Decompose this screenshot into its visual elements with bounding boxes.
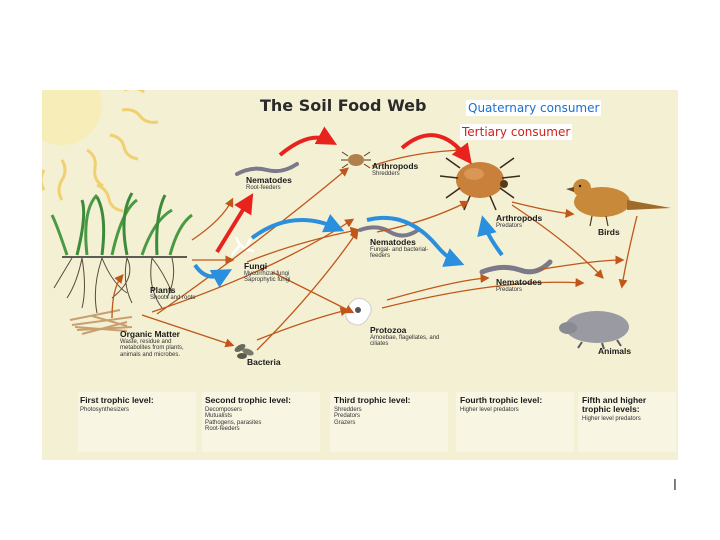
arthropods-predators-label: Arthropods Predators xyxy=(496,213,543,229)
organic-matter-label: Organic Matter Waste, residue and metabo… xyxy=(120,329,184,358)
plants-illustration xyxy=(50,192,193,314)
soil-food-web-figure: The Soil Food Web Plants Shoots and root… xyxy=(42,90,678,460)
nematode-fungal-icon xyxy=(358,225,420,238)
arthropod-predator-icon xyxy=(439,157,521,211)
fungi-icon xyxy=(231,236,255,256)
food-web-drawing xyxy=(42,90,676,452)
plants-label: Plants Shoots and roots xyxy=(150,285,196,301)
bird-icon xyxy=(566,179,671,227)
corner-mark: l xyxy=(673,478,677,494)
bacteria-label: Bacteria xyxy=(247,357,281,367)
diagram-title: The Soil Food Web xyxy=(260,96,427,115)
nematode-root-icon xyxy=(235,162,299,176)
protozoa-label: Protozoa Amoebae, flagellates, and cilia… xyxy=(370,325,440,348)
nematodes-predators-label: Nematodes Predators xyxy=(496,277,542,293)
nematodes-fungal-feeders-label: Nematodes Fungal- and bacterial-feeders xyxy=(370,237,429,260)
food-web-arrows xyxy=(111,145,638,351)
red-highlight-arrows xyxy=(215,126,472,254)
birds-label: Birds xyxy=(598,227,620,237)
organic-matter-illustration xyxy=(69,309,133,335)
tertiary-consumer-label: Tertiary consumer xyxy=(460,124,573,140)
trophic-level-4: Fourth trophic level: Higher level preda… xyxy=(460,395,543,413)
trophic-level-5: Fifth and higher trophic levels: Higher … xyxy=(582,395,647,422)
trophic-level-boxes xyxy=(78,392,676,452)
nematode-predator-icon xyxy=(479,259,553,275)
mole-icon xyxy=(559,311,629,350)
blue-highlight-arrows xyxy=(193,213,504,288)
bacteria-icon xyxy=(234,344,254,359)
arthropods-shredders-label: Arthropods Shredders xyxy=(372,161,419,177)
sun-icon xyxy=(42,90,159,213)
trophic-level-3: Third trophic level: Shredders Predators… xyxy=(334,395,411,426)
quaternary-consumer-label: Quaternary consumer xyxy=(466,100,602,116)
animals-label: Animals xyxy=(598,346,632,356)
trophic-level-1: First trophic level: Photosynthesizers xyxy=(80,395,154,413)
fungi-label: Fungi Mycorrhizal fungi Saprophytic fung… xyxy=(244,261,291,284)
protozoa-icon xyxy=(345,297,372,326)
trophic-level-2: Second trophic level: Decomposers Mutual… xyxy=(205,395,291,432)
nematodes-root-feeders-label: Nematodes Root-feeders xyxy=(246,175,292,191)
arthropod-shredder-icon xyxy=(341,151,371,169)
